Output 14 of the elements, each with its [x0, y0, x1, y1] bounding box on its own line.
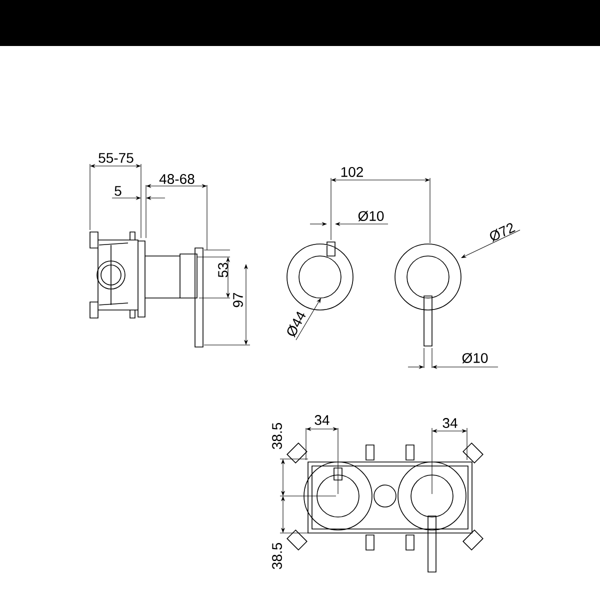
- dimension-label: Ø44: [287, 312, 306, 338]
- dimension-label: 34: [442, 418, 458, 428]
- dimension-label: 34: [314, 415, 330, 425]
- dimension-label: 48-68: [159, 174, 194, 184]
- dimension-label: 38.5: [272, 422, 282, 450]
- dimension-label: Ø10: [358, 210, 384, 222]
- dimension-label: 102: [341, 167, 363, 177]
- dimension-label: 5: [114, 186, 122, 196]
- dimension-label: 97: [233, 292, 243, 308]
- dimension-label: Ø10: [462, 352, 488, 364]
- dimension-label: 38.5: [272, 542, 282, 570]
- dimension-label: 55-75: [98, 153, 134, 163]
- dimension-label: Ø72: [490, 223, 516, 242]
- dimension-label: 53: [218, 262, 228, 278]
